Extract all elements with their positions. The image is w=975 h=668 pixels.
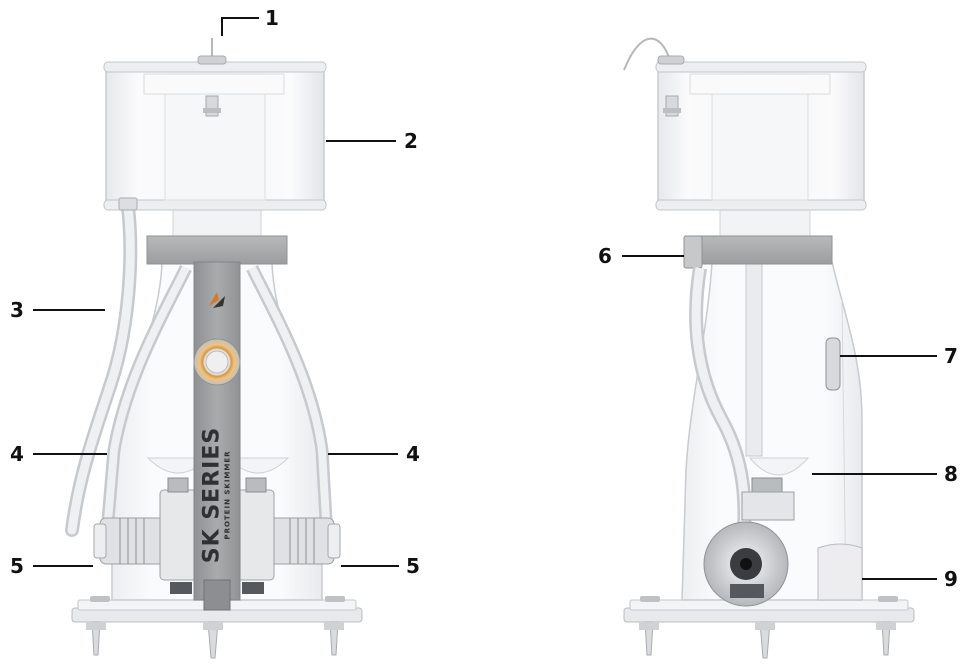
front-collection-cup — [103, 38, 327, 211]
callout-7: 7 — [944, 344, 958, 368]
leader-8 — [812, 473, 937, 475]
leader-3 — [33, 309, 105, 311]
side-pump — [703, 477, 795, 607]
side-drain — [817, 543, 863, 601]
side-body — [681, 261, 863, 601]
leader-1-v — [221, 18, 223, 36]
callout-1: 1 — [265, 6, 279, 30]
leader-6 — [622, 255, 684, 257]
callout-8: 8 — [944, 462, 958, 486]
callout-5-left: 5 — [10, 554, 24, 578]
leader-2 — [326, 140, 396, 142]
side-bubble-plate — [748, 457, 810, 476]
leader-4-right — [328, 453, 398, 455]
side-base-plate — [623, 596, 915, 659]
callout-3: 3 — [10, 298, 24, 322]
leader-7 — [840, 355, 937, 357]
leader-9 — [862, 578, 937, 580]
leader-4-left — [33, 453, 107, 455]
leader-5-left — [33, 565, 93, 567]
callout-6: 6 — [598, 244, 612, 268]
front-brand-band — [193, 261, 241, 601]
front-pumps — [93, 477, 341, 594]
sub-brand-text: PROTEIN SKIMMER — [223, 450, 232, 540]
callout-4-right: 4 — [406, 442, 420, 466]
callout-9: 9 — [944, 567, 958, 591]
side-collection-cup — [623, 37, 867, 211]
brand-text: SK SERIES — [199, 426, 225, 564]
leader-5-right — [341, 565, 399, 567]
side-view — [623, 37, 915, 659]
side-valve-6 — [683, 235, 703, 269]
callout-2: 2 — [404, 129, 418, 153]
callout-5-right: 5 — [406, 554, 420, 578]
side-collar — [699, 235, 833, 265]
side-adjust-knob — [825, 337, 841, 391]
leader-1-h — [221, 17, 259, 19]
front-view — [65, 38, 363, 659]
callout-4-left: 4 — [10, 442, 24, 466]
brand-logo — [209, 292, 225, 308]
front-collar — [146, 235, 288, 265]
